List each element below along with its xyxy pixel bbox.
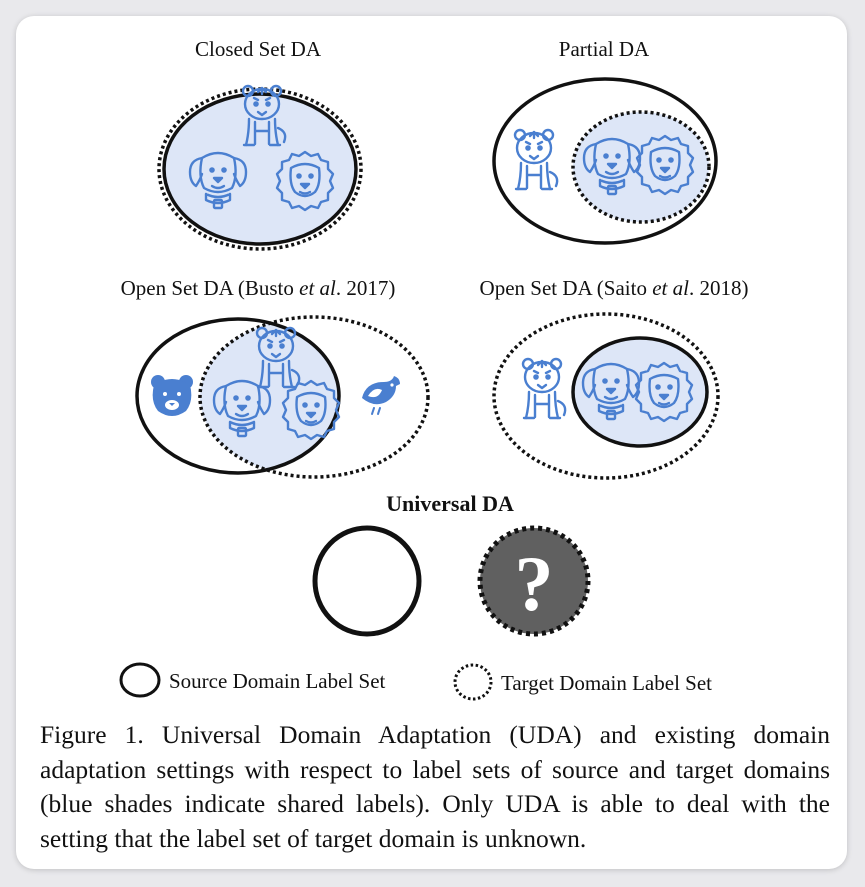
panel-title-closed-set: Closed Set DA — [195, 37, 322, 61]
panel-universal: Universal DA ? — [312, 491, 591, 637]
legend-target-swatch — [453, 663, 493, 701]
target-set-ellipse — [477, 525, 591, 637]
panel-open-set-saito: Open Set DA (Saito et al. 2018) — [480, 276, 749, 480]
legend-source-label: Source Domain Label Set — [169, 669, 386, 693]
target-set-ellipse — [198, 315, 430, 479]
figure-caption: Figure 1. Universal Domain Adaptation (U… — [40, 720, 830, 853]
source-set-ellipse — [135, 317, 341, 475]
panel-open-set-busto: Open Set DA (Busto et al. 2017) — [121, 276, 430, 479]
source-set-ellipse — [162, 92, 358, 246]
bird-icon — [361, 375, 401, 415]
panel-title-partial: Partial DA — [559, 37, 650, 61]
unknown-question-mark: ? — [515, 540, 554, 627]
panel-closed-set: Closed Set DA — [157, 37, 363, 251]
panel-title-open-set-busto: Open Set DA (Busto et al. 2017) — [121, 276, 396, 300]
panel-partial: Partial DA — [492, 37, 718, 245]
source-set-ellipse — [312, 525, 422, 637]
panel-title-universal: Universal DA — [386, 491, 514, 516]
legend: Source Domain Label Set Target Domain La… — [119, 662, 712, 701]
legend-target-label: Target Domain Label Set — [501, 671, 712, 695]
bear-icon — [151, 375, 193, 416]
panel-title-open-set-saito: Open Set DA (Saito et al. 2018) — [480, 276, 749, 300]
shared-region — [200, 319, 339, 473]
legend-source-swatch — [119, 662, 161, 698]
